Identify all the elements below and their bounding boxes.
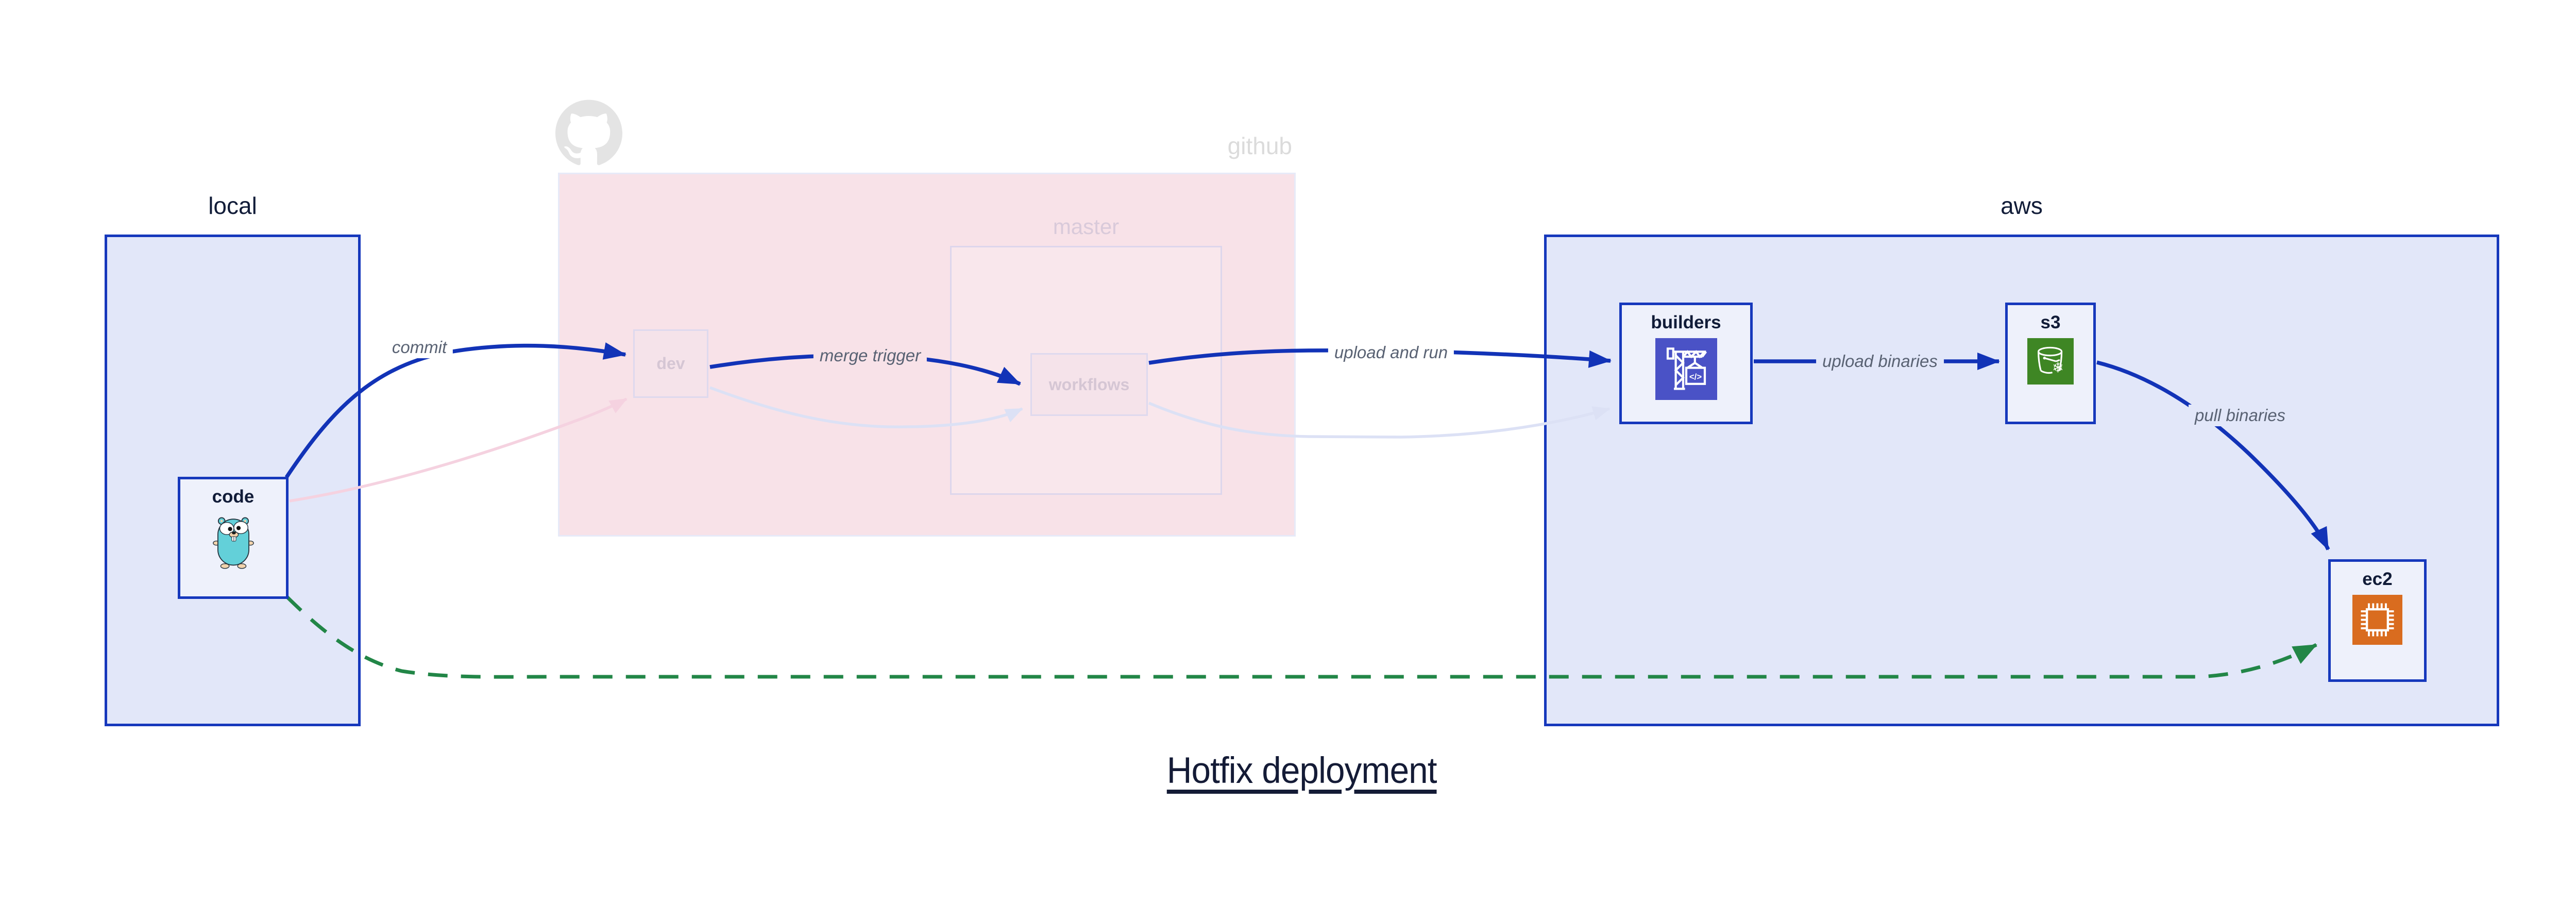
edge-label-commit: commit (385, 337, 453, 358)
node-workflows-label: workflows (1048, 375, 1130, 394)
node-dev-label: dev (656, 354, 685, 373)
node-ec2-label: ec2 (2362, 569, 2393, 589)
s3-glacier-bucket-icon: ❄ (2027, 338, 2074, 387)
ec2-chip-icon (2352, 595, 2402, 647)
node-code-label: code (212, 487, 255, 507)
node-s3: s3 ❄ (2005, 303, 2096, 424)
master-group-label: master (1053, 214, 1120, 239)
codebuild-crane-icon: </> (1655, 338, 1717, 403)
title-row: Hotfix deployment (0, 750, 2576, 792)
github-group-label: github (1227, 132, 1292, 159)
node-builders-label: builders (1651, 312, 1721, 332)
edge-label-merge-trigger: merge trigger (813, 345, 927, 366)
edge-label-upload-binaries: upload binaries (1816, 350, 1944, 372)
node-code: code (178, 477, 289, 599)
node-dev: dev (633, 329, 708, 398)
node-workflows: workflows (1030, 353, 1148, 416)
aws-group-label: aws (2001, 192, 2043, 219)
node-s3-label: s3 (2040, 312, 2061, 332)
edge-label-upload-and-run: upload and run (1328, 342, 1454, 363)
github-octocat-icon (555, 99, 622, 169)
go-gopher-icon (212, 512, 255, 573)
edge-label-pull-binaries: pull binaries (2188, 405, 2292, 426)
svg-text:</>: </> (1689, 372, 1701, 381)
node-builders: builders </> (1619, 303, 1753, 424)
svg-text:❄: ❄ (2052, 360, 2064, 376)
node-ec2: ec2 (2328, 559, 2427, 682)
diagram-title: Hotfix deployment (1167, 750, 1437, 791)
local-group-label: local (208, 192, 257, 219)
